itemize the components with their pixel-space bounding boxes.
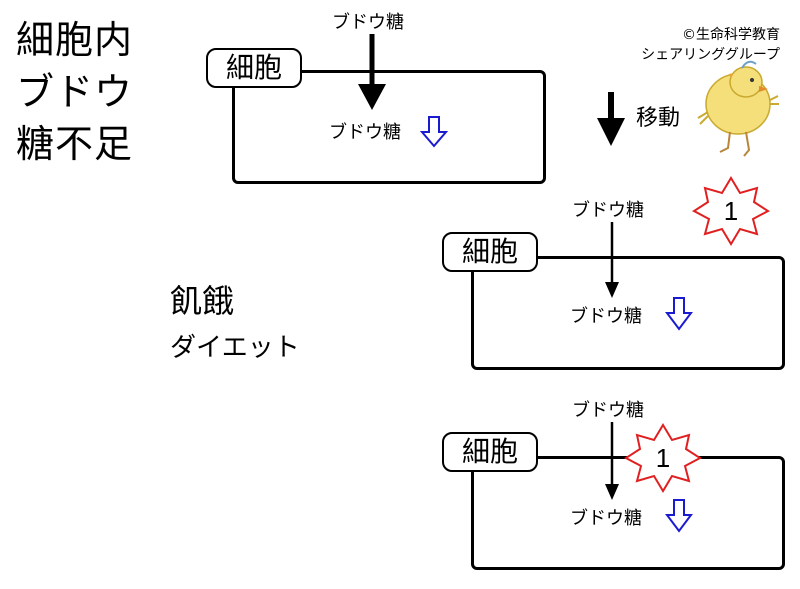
explosion-badge-icon xyxy=(624,423,702,493)
cell-label-3: 細胞 xyxy=(442,432,538,472)
explosion-badge-icon xyxy=(692,176,770,246)
cell-label-1: 細胞 xyxy=(206,48,302,88)
glucose-inside-3: ブドウ糖 xyxy=(570,508,642,529)
title-line-1: 細胞内 xyxy=(16,18,134,62)
move-label: 移動 xyxy=(636,106,681,131)
entry-arrow-1 xyxy=(358,34,386,110)
hollow-down-arrow-icon xyxy=(665,499,693,533)
badge-number-3: 1 xyxy=(655,443,671,473)
cell-box-2 xyxy=(471,256,785,370)
badge-number-2: 1 xyxy=(723,196,739,226)
cell-box-3 xyxy=(471,456,785,570)
move-arrow xyxy=(597,92,625,146)
starvation-subtitle: ダイエット xyxy=(170,333,300,363)
starvation-title: 飢餓 xyxy=(170,282,235,320)
cell-label-2: 細胞 xyxy=(442,232,538,272)
entry-arrow-3 xyxy=(605,422,619,500)
glucose-inside-2: ブドウ糖 xyxy=(570,306,642,327)
entry-arrow-2 xyxy=(605,222,619,298)
chick-illustration-icon xyxy=(697,60,779,157)
hollow-down-arrow-icon xyxy=(419,116,449,148)
glucose-outside-3: ブドウ糖 xyxy=(572,400,644,421)
glucose-inside-1: ブドウ糖 xyxy=(329,122,401,143)
credit-line-1: ©生命科学教育 xyxy=(682,27,780,43)
glucose-outside-1: ブドウ糖 xyxy=(332,12,404,33)
cell-box-1 xyxy=(232,70,546,184)
title-line-3: 糖不足 xyxy=(16,122,134,166)
hollow-down-arrow-icon xyxy=(665,297,693,331)
title-line-2: ブドウ xyxy=(16,70,134,114)
glucose-outside-2: ブドウ糖 xyxy=(572,200,644,221)
credit-line-2: シェアリンググループ xyxy=(641,47,780,63)
